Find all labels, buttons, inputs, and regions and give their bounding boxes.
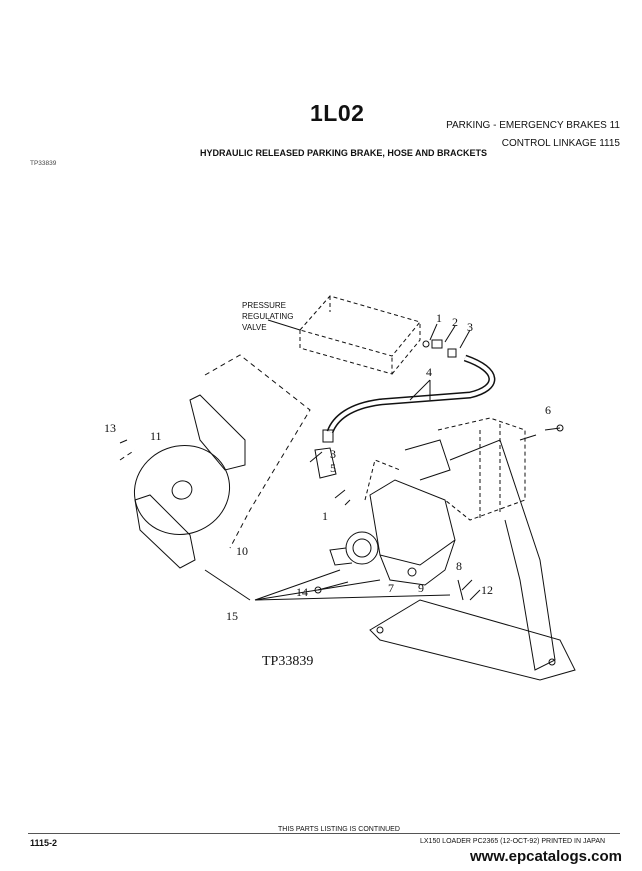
valve-label-line3: VALVE xyxy=(242,323,267,332)
callout-4: 4 xyxy=(426,365,432,379)
section-heading: PARKING - EMERGENCY BRAKES 11 xyxy=(446,120,620,131)
callout-8: 8 xyxy=(456,559,462,573)
callout-1a: 1 xyxy=(436,311,442,325)
bracket-dashed xyxy=(364,417,526,521)
callout-11: 11 xyxy=(150,429,162,443)
brake-pad-upper xyxy=(189,394,246,471)
callout-3a: 3 xyxy=(467,320,473,334)
callout-3b: 3 xyxy=(330,447,336,461)
watermark: www.epcatalogs.com xyxy=(470,848,622,865)
page-code: 1L02 xyxy=(310,100,365,126)
reference-code: TP33839 xyxy=(30,160,57,167)
callout-2: 2 xyxy=(452,315,458,329)
regulating-valve-illustration xyxy=(299,295,421,375)
brake-pad-lower xyxy=(134,494,196,569)
valve-label-line1: PRESSURE xyxy=(242,301,286,310)
subsection-heading: CONTROL LINKAGE 1115 xyxy=(501,138,620,149)
callout-9: 9 xyxy=(418,581,424,595)
callout-7: 7 xyxy=(388,581,394,595)
valve-label-line2: REGULATING xyxy=(242,312,293,321)
callout-13: 13 xyxy=(104,421,116,435)
diagram-title: HYDRAULIC RELEASED PARKING BRAKE, HOSE A… xyxy=(200,148,488,158)
mounting-bracket-illustration xyxy=(369,439,576,681)
brake-caliper-illustration xyxy=(329,439,456,586)
footer-page-number: 1115-2 xyxy=(30,838,58,848)
callout-12: 12 xyxy=(481,583,493,597)
callout-1b: 1 xyxy=(322,509,328,523)
continued-note: THIS PARTS LISTING IS CONTINUED xyxy=(278,826,400,833)
footer-info: LX150 LOADER PC2365 (12-OCT-92) PRINTED … xyxy=(420,838,606,845)
callout-15: 15 xyxy=(226,609,238,623)
callout-6: 6 xyxy=(545,403,551,417)
brake-disc-illustration xyxy=(133,445,231,535)
figure-id: TP33839 xyxy=(262,654,313,669)
callout-14: 14 xyxy=(296,585,308,599)
callout-5: 5 xyxy=(330,461,336,475)
callout-10: 10 xyxy=(236,544,248,558)
footer-rule xyxy=(28,833,620,834)
